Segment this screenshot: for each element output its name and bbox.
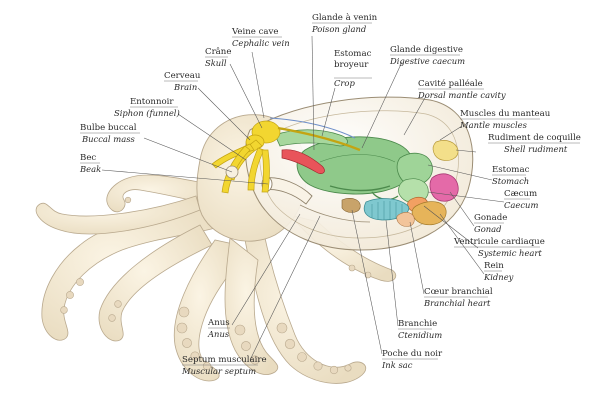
svg-text:Anus: Anus	[207, 329, 230, 339]
label-muscles-manteau: Muscles du manteau Mantle muscles	[459, 109, 551, 130]
label-cavite-palleale: Cavité palléale Dorsal mantle cavity	[417, 78, 506, 100]
svg-text:Glande digestive: Glande digestive	[390, 45, 463, 55]
siphon	[264, 177, 313, 205]
svg-text:Poche du noir: Poche du noir	[382, 349, 443, 359]
label-ventricule: Ventricule cardiaque Systemic heart	[453, 237, 545, 258]
label-septum: Septum musculaire Muscular septum	[181, 355, 267, 376]
digestive-gland-fold	[319, 154, 396, 163]
label-rein: Rein Kidney	[483, 261, 514, 282]
svg-text:Cœur branchial: Cœur branchial	[424, 287, 493, 297]
label-rudiment-coquille: Rudiment de coquille Shell rudiment	[488, 133, 581, 154]
label-estomac: Estomac Stomach	[492, 165, 530, 186]
svg-text:Ink sac: Ink sac	[381, 360, 413, 370]
svg-text:Bulbe buccal: Bulbe buccal	[80, 123, 137, 133]
gonad-organ	[429, 173, 459, 202]
svg-text:Mantle muscles: Mantle muscles	[459, 120, 528, 130]
svg-text:Shell rudiment: Shell rudiment	[504, 144, 568, 154]
svg-text:Ctenidium: Ctenidium	[398, 330, 442, 340]
label-bec: Bec Beak	[79, 153, 101, 174]
svg-text:Systemic heart: Systemic heart	[478, 248, 542, 258]
svg-text:Rudiment de coquille: Rudiment de coquille	[488, 133, 581, 143]
brain-organ	[211, 120, 281, 194]
svg-text:Bec: Bec	[80, 153, 96, 163]
label-crane: Crâne Skull	[205, 46, 231, 68]
svg-text:Dorsal mantle cavity: Dorsal mantle cavity	[417, 90, 506, 100]
gill-lamellae	[371, 201, 403, 220]
svg-text:Branchie: Branchie	[398, 319, 437, 329]
shell-rudiment-organ	[432, 140, 459, 161]
label-veine-cave: Veine cave Cephalic vein	[231, 27, 290, 48]
svg-text:Beak: Beak	[79, 164, 101, 174]
poison-gland-organ	[281, 149, 325, 174]
svg-text:Septum musculaire: Septum musculaire	[182, 355, 267, 365]
label-bulbe-buccal: Bulbe buccal Buccal mass	[80, 123, 137, 144]
svg-text:Anus: Anus	[207, 318, 230, 328]
svg-text:Stomach: Stomach	[492, 176, 529, 186]
stomach-organ	[396, 152, 433, 186]
svg-text:Kidney: Kidney	[483, 272, 514, 282]
svg-text:Gonad: Gonad	[474, 224, 502, 234]
svg-text:Brain: Brain	[173, 82, 197, 92]
svg-text:Cephalic vein: Cephalic vein	[232, 38, 290, 48]
ink-sac-organ	[341, 198, 361, 213]
svg-text:Poison gland: Poison gland	[311, 24, 367, 34]
svg-text:Digestive caecum: Digestive caecum	[389, 56, 465, 66]
label-gonade: Gonade Gonad	[474, 213, 507, 234]
cephalic-vein	[269, 117, 356, 139]
svg-text:Caecum: Caecum	[504, 200, 538, 210]
svg-text:Branchial heart: Branchial heart	[423, 298, 491, 308]
svg-text:Muscles du manteau: Muscles du manteau	[460, 109, 551, 119]
svg-text:Estomac: Estomac	[492, 165, 530, 175]
estomac-broyeur-line-1: Estomac	[334, 49, 372, 59]
svg-text:Cerveau: Cerveau	[164, 71, 201, 81]
branchial-heart-organ	[396, 212, 415, 227]
label-anus: Anus Anus	[207, 318, 230, 339]
label-coeur-branchial: Cœur branchial Branchial heart	[423, 287, 493, 308]
svg-text:Muscular septum: Muscular septum	[181, 366, 256, 376]
arm-left-lower	[98, 224, 213, 342]
svg-text:Glande à venin: Glande à venin	[312, 12, 378, 23]
label-glande-venin: Glande à venin Poison gland	[311, 12, 378, 34]
label-poche-noir: Poche du noir Ink sac	[381, 349, 443, 370]
leader-lines	[101, 35, 505, 361]
label-separators	[80, 22, 580, 366]
svg-text:Crâne: Crâne	[205, 46, 231, 57]
labels: Veine cave Cephalic vein Glande à venin …	[79, 12, 581, 376]
svg-text:Ventricule cardiaque: Ventricule cardiaque	[453, 237, 545, 247]
arm-middle	[224, 237, 279, 375]
crop	[274, 129, 348, 147]
label-glande-digestive: Glande digestive Digestive caecum	[389, 45, 465, 66]
svg-text:Cavité palléale: Cavité palléale	[418, 78, 483, 89]
estomac-broyeur-line-2: broyeur	[334, 60, 369, 70]
label-entonnoir: Entonnoir Siphon (funnel)	[114, 97, 180, 118]
svg-text:Rein: Rein	[484, 261, 504, 271]
arm-left-long	[41, 204, 216, 341]
muscular-septum-line	[299, 204, 371, 223]
svg-text:Entonnoir: Entonnoir	[130, 97, 174, 107]
arm-back-left	[35, 195, 201, 235]
label-branchie: Branchie Ctenidium	[398, 319, 442, 340]
svg-text:Veine cave: Veine cave	[231, 27, 278, 37]
arm-upper-left	[106, 174, 216, 213]
suckers	[60, 196, 372, 375]
svg-text:Buccal mass: Buccal mass	[81, 134, 135, 144]
label-cerveau: Cerveau Brain	[164, 71, 201, 92]
svg-text:Siphon (funnel): Siphon (funnel)	[114, 108, 180, 118]
nerve-cord	[277, 126, 361, 152]
kidney-organ	[411, 201, 447, 226]
svg-text:Skull: Skull	[205, 58, 227, 68]
svg-text:Crop: Crop	[334, 78, 355, 88]
svg-text:Cæcum: Cæcum	[504, 189, 537, 199]
label-caecum: Cæcum Caecum	[504, 189, 538, 210]
svg-text:Gonade: Gonade	[474, 213, 507, 223]
